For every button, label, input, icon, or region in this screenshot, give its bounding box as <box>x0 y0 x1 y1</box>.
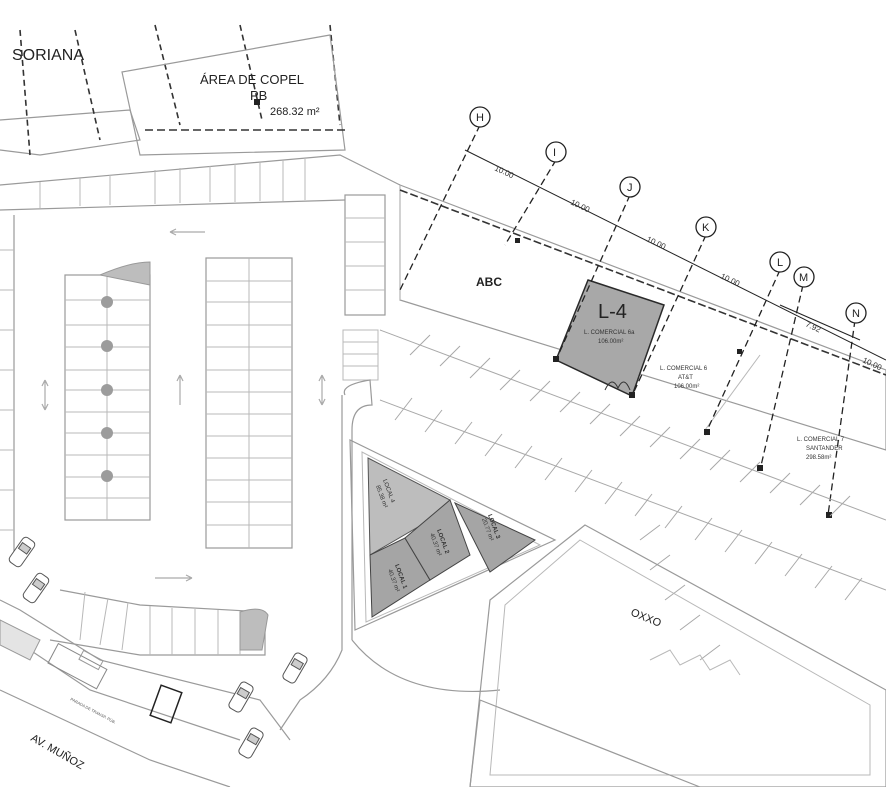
area-copel-label: ÁREA DE COPEL <box>200 72 304 87</box>
local-3 <box>453 501 536 573</box>
column-marker <box>254 99 260 105</box>
grid-dim-4: 10.00 <box>719 272 741 289</box>
soriana-block: SORIANA <box>0 24 341 156</box>
car-icon <box>22 572 50 604</box>
axis-j-label: J <box>627 182 633 194</box>
street-label: AV. MUÑOZ <box>29 731 87 772</box>
l4-highlight <box>555 279 665 398</box>
axis-n-label: N <box>852 308 860 320</box>
axis-n: N <box>845 302 867 324</box>
area-copel-area: 268.32 m² <box>270 106 320 118</box>
axis-k: K <box>695 216 717 238</box>
transfer-road-label: PARADA DE TRANSP. PÚB. <box>70 696 117 724</box>
car-icon <box>8 536 36 568</box>
car-icon <box>228 681 254 713</box>
axis-l-label: L <box>777 257 783 269</box>
l-comercial-7: L. COMERCIAL 7 SANTANDER 298.58m² <box>797 437 845 461</box>
axis-j: J <box>619 176 641 198</box>
triangle-island: LOCAL 4 85.38 m² LOCAL 1 40.37 m² LOCAL … <box>349 439 557 631</box>
access-road <box>279 379 501 731</box>
grid-axes: H I J K L M N 10.00 10.00 10.00 10.00 <box>399 106 886 518</box>
bottom-left-area: PARADA DE TRANSP. PÚB. AV. MUÑOZ <box>0 589 291 787</box>
right-parking-column <box>342 194 386 381</box>
grid-dim-2: 10.00 <box>569 198 591 215</box>
axis-h: H <box>469 106 491 128</box>
axis-i-label: I <box>553 147 556 159</box>
l-comercial-6a-area: 106.00m² <box>598 339 623 345</box>
l-comercial-7-area: 298.58m² <box>806 455 831 461</box>
axis-i: I <box>545 141 567 163</box>
abc-label: ABC <box>476 275 502 289</box>
axis-l: L <box>769 251 791 273</box>
traffic-arrows <box>41 228 326 582</box>
local-2 <box>404 499 471 581</box>
grid-dim-3: 10.00 <box>645 235 667 252</box>
l-comercial-7-label: L. COMERCIAL 7 <box>797 437 845 443</box>
l4-unit: L-4 L. COMERCIAL 6a 106.00m² <box>555 279 665 398</box>
car-icon <box>282 652 308 684</box>
parking-island-1 <box>64 261 151 521</box>
axis-m-label: M <box>799 272 808 284</box>
l-comercial-6-label: L. COMERCIAL 6 <box>660 366 708 372</box>
l4-label: L-4 <box>598 301 627 323</box>
axis-h-label: H <box>476 112 484 124</box>
soriana-label: SORIANA <box>12 47 84 64</box>
parking-island-2 <box>205 257 293 549</box>
commercial-strip <box>399 184 886 451</box>
area-copel: ÁREA DE COPEL PB 268.32 m² <box>121 34 346 156</box>
l-comercial-6: L. COMERCIAL 6 AT&T 106.00m² <box>660 366 708 390</box>
grid-dim-6: 10.00 <box>861 356 883 373</box>
l-comercial-7-tenant: SANTANDER <box>806 446 843 452</box>
l-comercial-6a-label: L. COMERCIAL 6a <box>584 330 635 336</box>
axis-m: M <box>793 266 815 288</box>
oxxo-building: OXXO <box>469 524 886 787</box>
l-comercial-6-area: 106.00m² <box>674 384 699 390</box>
axis-k-label: K <box>702 222 710 234</box>
diagonal-parking-rows <box>379 329 886 661</box>
top-parking-row <box>0 154 401 211</box>
car-icon <box>238 727 264 759</box>
grid-dim-1: 10.00 <box>493 164 515 181</box>
left-edge-parking <box>0 215 15 560</box>
l-comercial-6-tenant: AT&T <box>678 375 693 381</box>
oxxo-label: OXXO <box>629 607 663 630</box>
cars <box>8 536 308 759</box>
